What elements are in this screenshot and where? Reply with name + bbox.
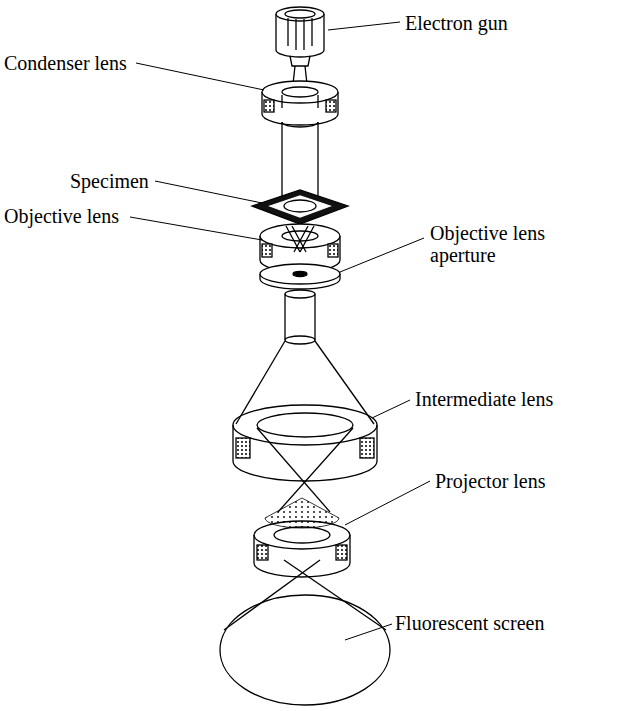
part-label: Condenser lens (4, 52, 127, 74)
specimen (252, 190, 348, 224)
part-label: Specimen (70, 170, 149, 192)
part-label: Objective lens (4, 205, 119, 227)
beam (236, 290, 374, 424)
part-label: Projector lens (435, 470, 546, 492)
projector-lens (254, 498, 350, 577)
objective-aperture (260, 264, 340, 289)
condenser-lens (262, 81, 338, 125)
intermediate-lens (233, 405, 377, 512)
beam-tube (282, 122, 318, 198)
part-label: Electron gun (405, 12, 508, 34)
part-label: Fluorescent screen (395, 612, 544, 634)
leader-lines (130, 22, 430, 640)
fluorescent-screen (220, 595, 390, 705)
electron-gun (276, 7, 324, 66)
part-label: Objective lens aperture (430, 222, 610, 266)
part-label: Intermediate lens (415, 388, 553, 410)
